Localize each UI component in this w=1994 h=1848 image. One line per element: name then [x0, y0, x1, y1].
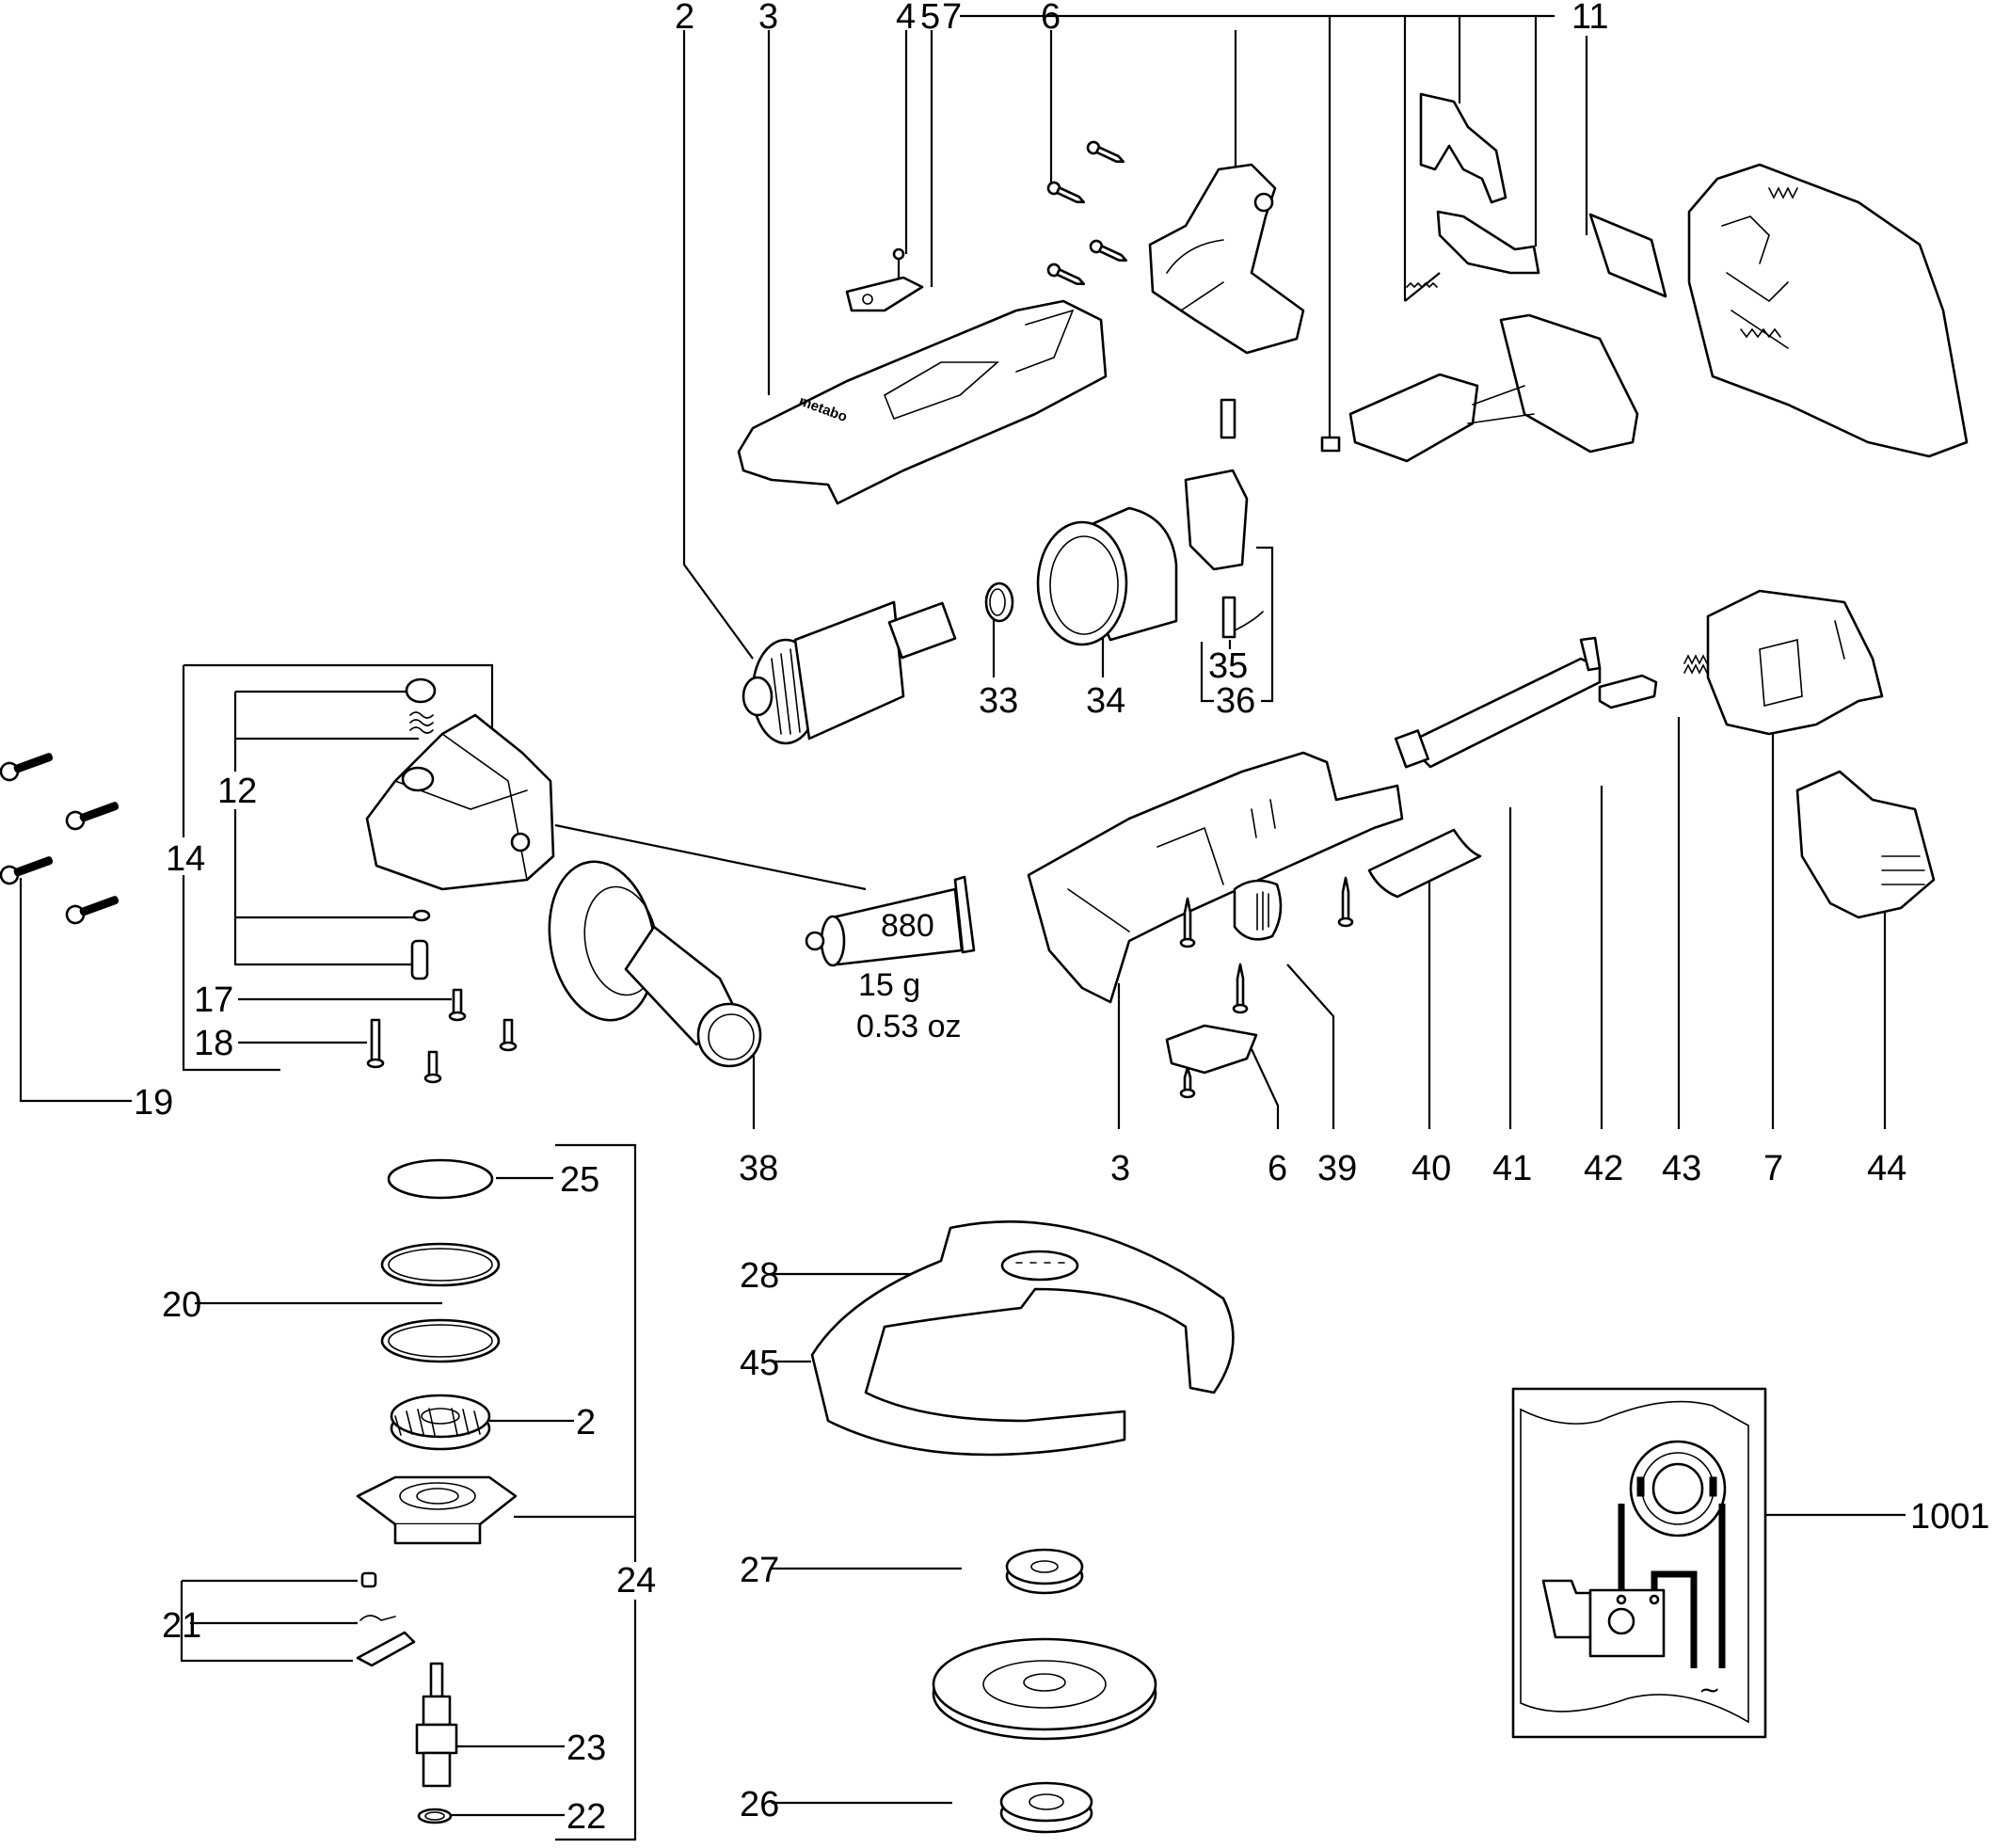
part-screws-6 — [1046, 140, 1128, 286]
callout-3-bottom: 3 — [1110, 1149, 1130, 1188]
callout-27: 27 — [740, 1551, 779, 1590]
part-motor-housing-bottom-3 — [1027, 751, 1404, 1004]
part-electronics-switch-module — [1320, 313, 1639, 463]
part-battery-pack — [1687, 163, 1969, 458]
callout-26: 26 — [740, 1785, 779, 1824]
callout-6-bottom: 6 — [1268, 1149, 1287, 1188]
callout-24: 24 — [616, 1561, 656, 1601]
callout-33: 33 — [979, 681, 1018, 721]
callout-22: 22 — [566, 1797, 606, 1837]
part-rear-cap-7 — [1706, 589, 1884, 736]
callout-3: 3 — [758, 0, 778, 37]
part-cover-44 — [1795, 770, 1936, 919]
part-rocker-6 — [1165, 1024, 1258, 1075]
part-spindle-lock-21 — [356, 1571, 416, 1667]
callout-4: 4 — [896, 0, 916, 37]
callout-45: 45 — [740, 1344, 779, 1383]
part-label-11 — [1588, 213, 1667, 298]
callout-17: 17 — [194, 980, 233, 1020]
part-spindle-23 — [415, 1662, 458, 1788]
leader-lines — [19, 14, 1906, 1841]
part-side-handle-38 — [548, 860, 762, 1068]
callout-7-bottom: 7 — [1763, 1149, 1783, 1188]
callout-19: 19 — [134, 1083, 173, 1123]
callout-36: 36 — [1216, 681, 1255, 721]
grease-tube-code: 880 — [881, 908, 934, 944]
part-inner-flange-27 — [1005, 1548, 1084, 1595]
callout-labels: 2 3 4 5 6 7 11 12 14 17 18 19 33 34 35 3… — [134, 0, 1990, 1837]
callout-20: 20 — [162, 1285, 201, 1325]
part-lock-bar-41 — [1394, 636, 1602, 769]
callout-7: 7 — [942, 0, 962, 37]
callout-12: 12 — [217, 772, 257, 811]
part-screws-19 — [0, 753, 120, 925]
callout-6: 6 — [1041, 0, 1061, 37]
callout-38: 38 — [739, 1149, 778, 1188]
callout-35: 35 — [1208, 646, 1248, 686]
callout-28: 28 — [740, 1256, 779, 1296]
part-bearing-33 — [984, 581, 1014, 623]
part-brush-holder-36 — [1184, 398, 1264, 639]
callout-42: 42 — [1584, 1149, 1623, 1188]
callout-11: 11 — [1571, 0, 1608, 37]
callout-2: 2 — [675, 0, 694, 37]
part-switch-button-39 — [1233, 879, 1283, 941]
callout-43: 43 — [1662, 1149, 1701, 1188]
callout-39: 39 — [1317, 1149, 1357, 1188]
part-magnet-sleeve-34 — [1036, 506, 1178, 646]
part-lock-slider-42 — [1598, 674, 1658, 709]
callout-14: 14 — [166, 839, 205, 879]
part-screws-6-bottom — [1179, 876, 1354, 1099]
part-rings-20 — [380, 1242, 501, 1363]
grease-tube-weight-imperial: 0.53 oz — [856, 1009, 962, 1044]
part-grinding-disc — [932, 1637, 1157, 1741]
part-wheel-guard-45 — [810, 1220, 1235, 1457]
grease-tube-weight-metric: 15 g — [858, 967, 920, 1003]
part-motor-housing-top-3: metabo — [737, 247, 1108, 505]
callout-34: 34 — [1086, 681, 1125, 721]
part-washer-22 — [417, 1808, 453, 1824]
part-gear-flange — [356, 1475, 518, 1545]
callout-41: 41 — [1492, 1149, 1532, 1188]
part-switch-slider-7 — [1404, 92, 1540, 302]
part-o-ring-25 — [387, 1158, 494, 1200]
part-housing-cover-7 — [1148, 163, 1305, 355]
ac-symbol: ~ — [1699, 1674, 1720, 1705]
part-grease-tube: 880 15 g 0.53 oz — [805, 875, 976, 1044]
callout-1001: 1001 — [1910, 1497, 1990, 1537]
callout-5: 5 — [920, 0, 940, 37]
callout-18: 18 — [194, 1024, 233, 1063]
callout-44: 44 — [1867, 1149, 1906, 1188]
part-bevel-gear-2 — [390, 1394, 491, 1451]
callout-40: 40 — [1412, 1149, 1451, 1188]
callout-25: 25 — [560, 1160, 599, 1200]
part-armature-2 — [742, 600, 957, 745]
callout-21: 21 — [162, 1606, 201, 1646]
callout-23: 23 — [566, 1729, 606, 1768]
callout-2-gear: 2 — [576, 1403, 596, 1442]
part-label-40 — [1367, 828, 1482, 899]
part-clamping-nut-26 — [999, 1781, 1093, 1834]
part-gear-head-14 — [365, 677, 555, 1084]
wiring-diagram-inset-1001: ~ — [1511, 1387, 1767, 1739]
